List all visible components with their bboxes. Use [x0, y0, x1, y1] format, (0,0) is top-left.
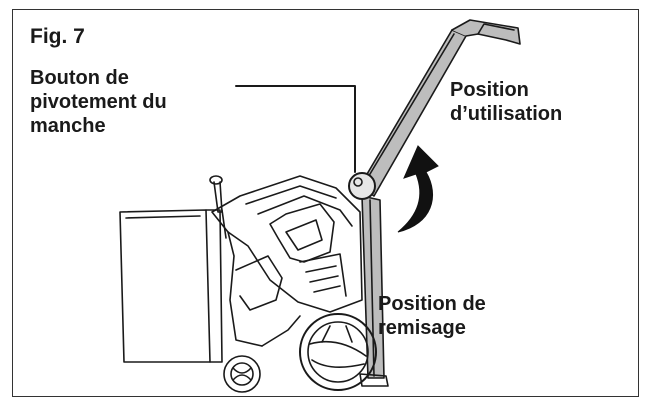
pivot-button-label: Bouton de pivotement du manche [30, 66, 167, 138]
curved-arrow-icon [397, 145, 439, 233]
top-post [209, 175, 223, 213]
pivot-knob-icon [348, 172, 376, 200]
wheel-icon [299, 313, 377, 391]
pivot-button-label-line: Bouton de [30, 67, 129, 89]
handle-storage-position [359, 195, 389, 387]
wheel-icon [223, 355, 261, 393]
storage-position-label: Position de remisage [378, 292, 486, 340]
figure-title: Fig. 7 [30, 25, 85, 48]
use-position-label: Position d’utilisation [450, 78, 562, 126]
storage-position-label-line: remisage [378, 317, 466, 339]
pivot-button-label-line: manche [30, 115, 106, 137]
figure-frame [12, 9, 639, 397]
pivot-leader-line [235, 85, 356, 173]
storage-position-label-line: Position de [378, 293, 486, 315]
use-position-label-line: Position [450, 79, 529, 101]
collection-bag [119, 209, 223, 363]
use-position-label-line: d’utilisation [450, 103, 563, 125]
scarifier-body [211, 175, 363, 347]
pivot-button-label-line: pivotement du [30, 91, 167, 113]
